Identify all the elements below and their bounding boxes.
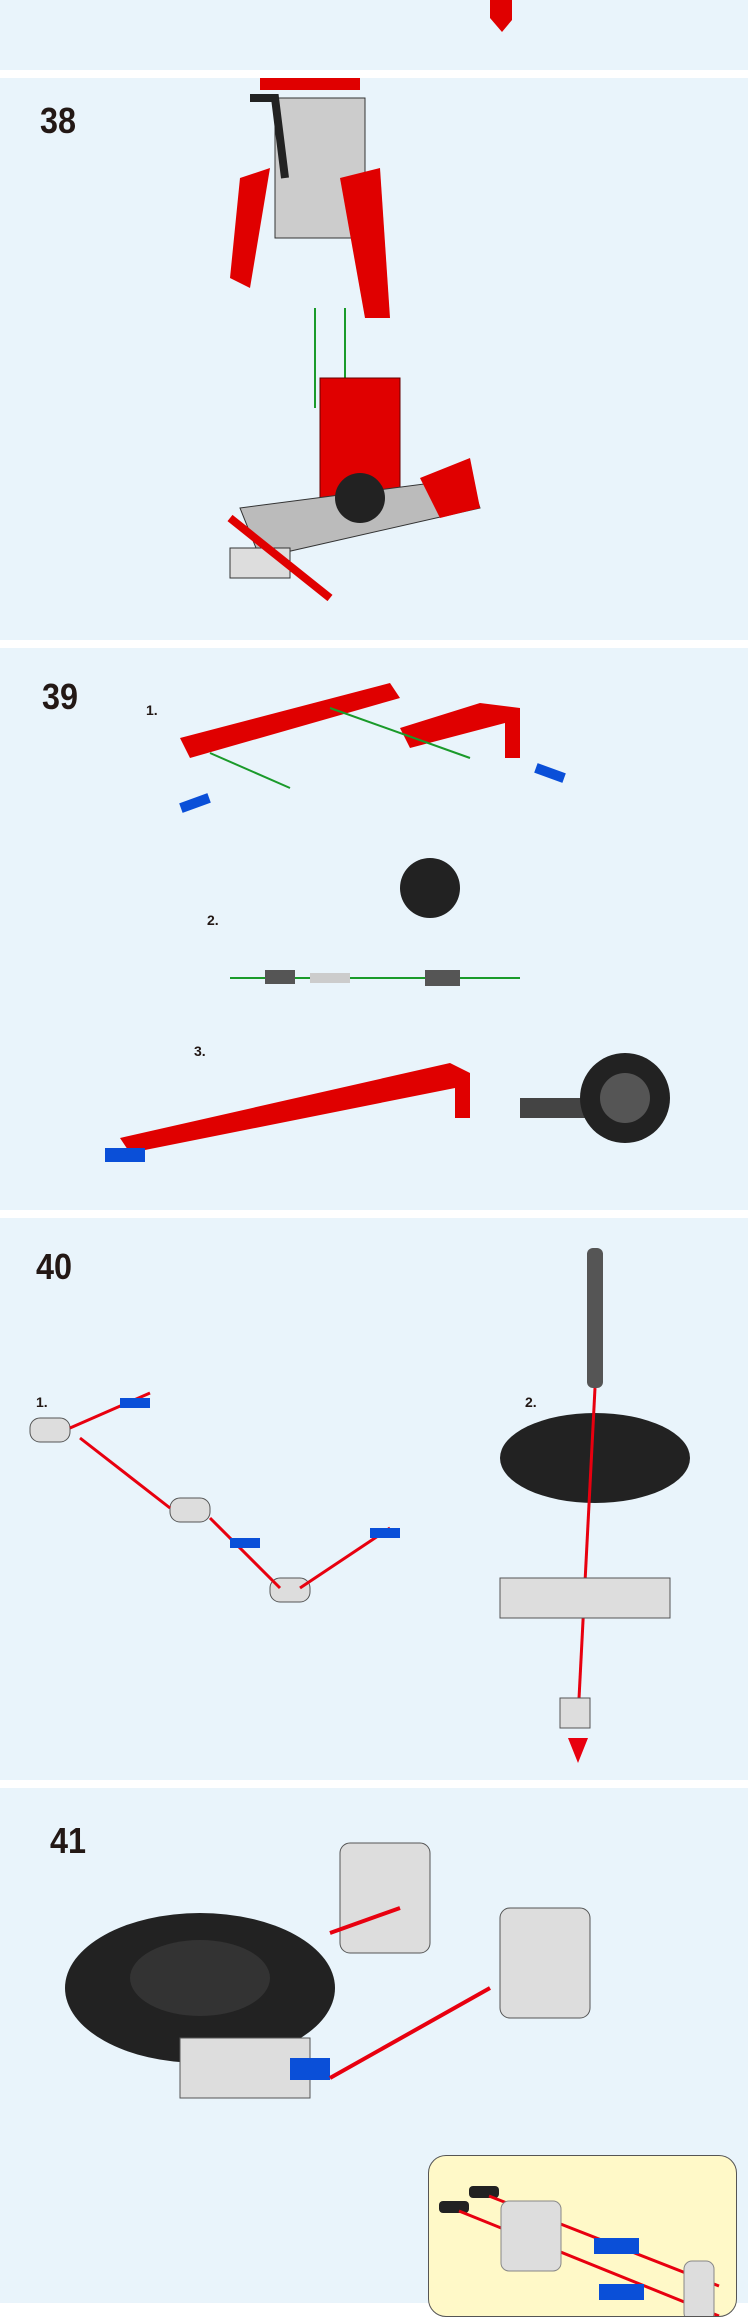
step-number: 41	[50, 1820, 87, 1861]
assembly-illustration	[65, 1842, 591, 2099]
assembly-illustration	[227, 78, 481, 602]
substep-label: 2.	[207, 912, 219, 928]
step-40-panel: 40 1. 2.	[0, 1218, 748, 1780]
step-number: 39	[42, 676, 79, 717]
substep-label: 1.	[36, 1394, 48, 1410]
substep-label: 3.	[194, 1043, 206, 1059]
red-beam-illustration	[490, 0, 512, 32]
detail-callout	[428, 2155, 737, 2317]
step-number: 38	[40, 100, 77, 141]
substep-label: 1.	[146, 702, 158, 718]
callout-illustration	[439, 2186, 720, 2316]
step-number: 40	[36, 1246, 73, 1287]
step-37-panel-tail	[0, 0, 748, 70]
assembly-illustration	[105, 683, 670, 1162]
assembly-illustration	[29, 1248, 690, 1763]
step-38-panel: 38	[0, 78, 748, 640]
step-39-panel: 39 1. 2. 3.	[0, 648, 748, 1210]
substep-label: 2.	[525, 1394, 537, 1410]
